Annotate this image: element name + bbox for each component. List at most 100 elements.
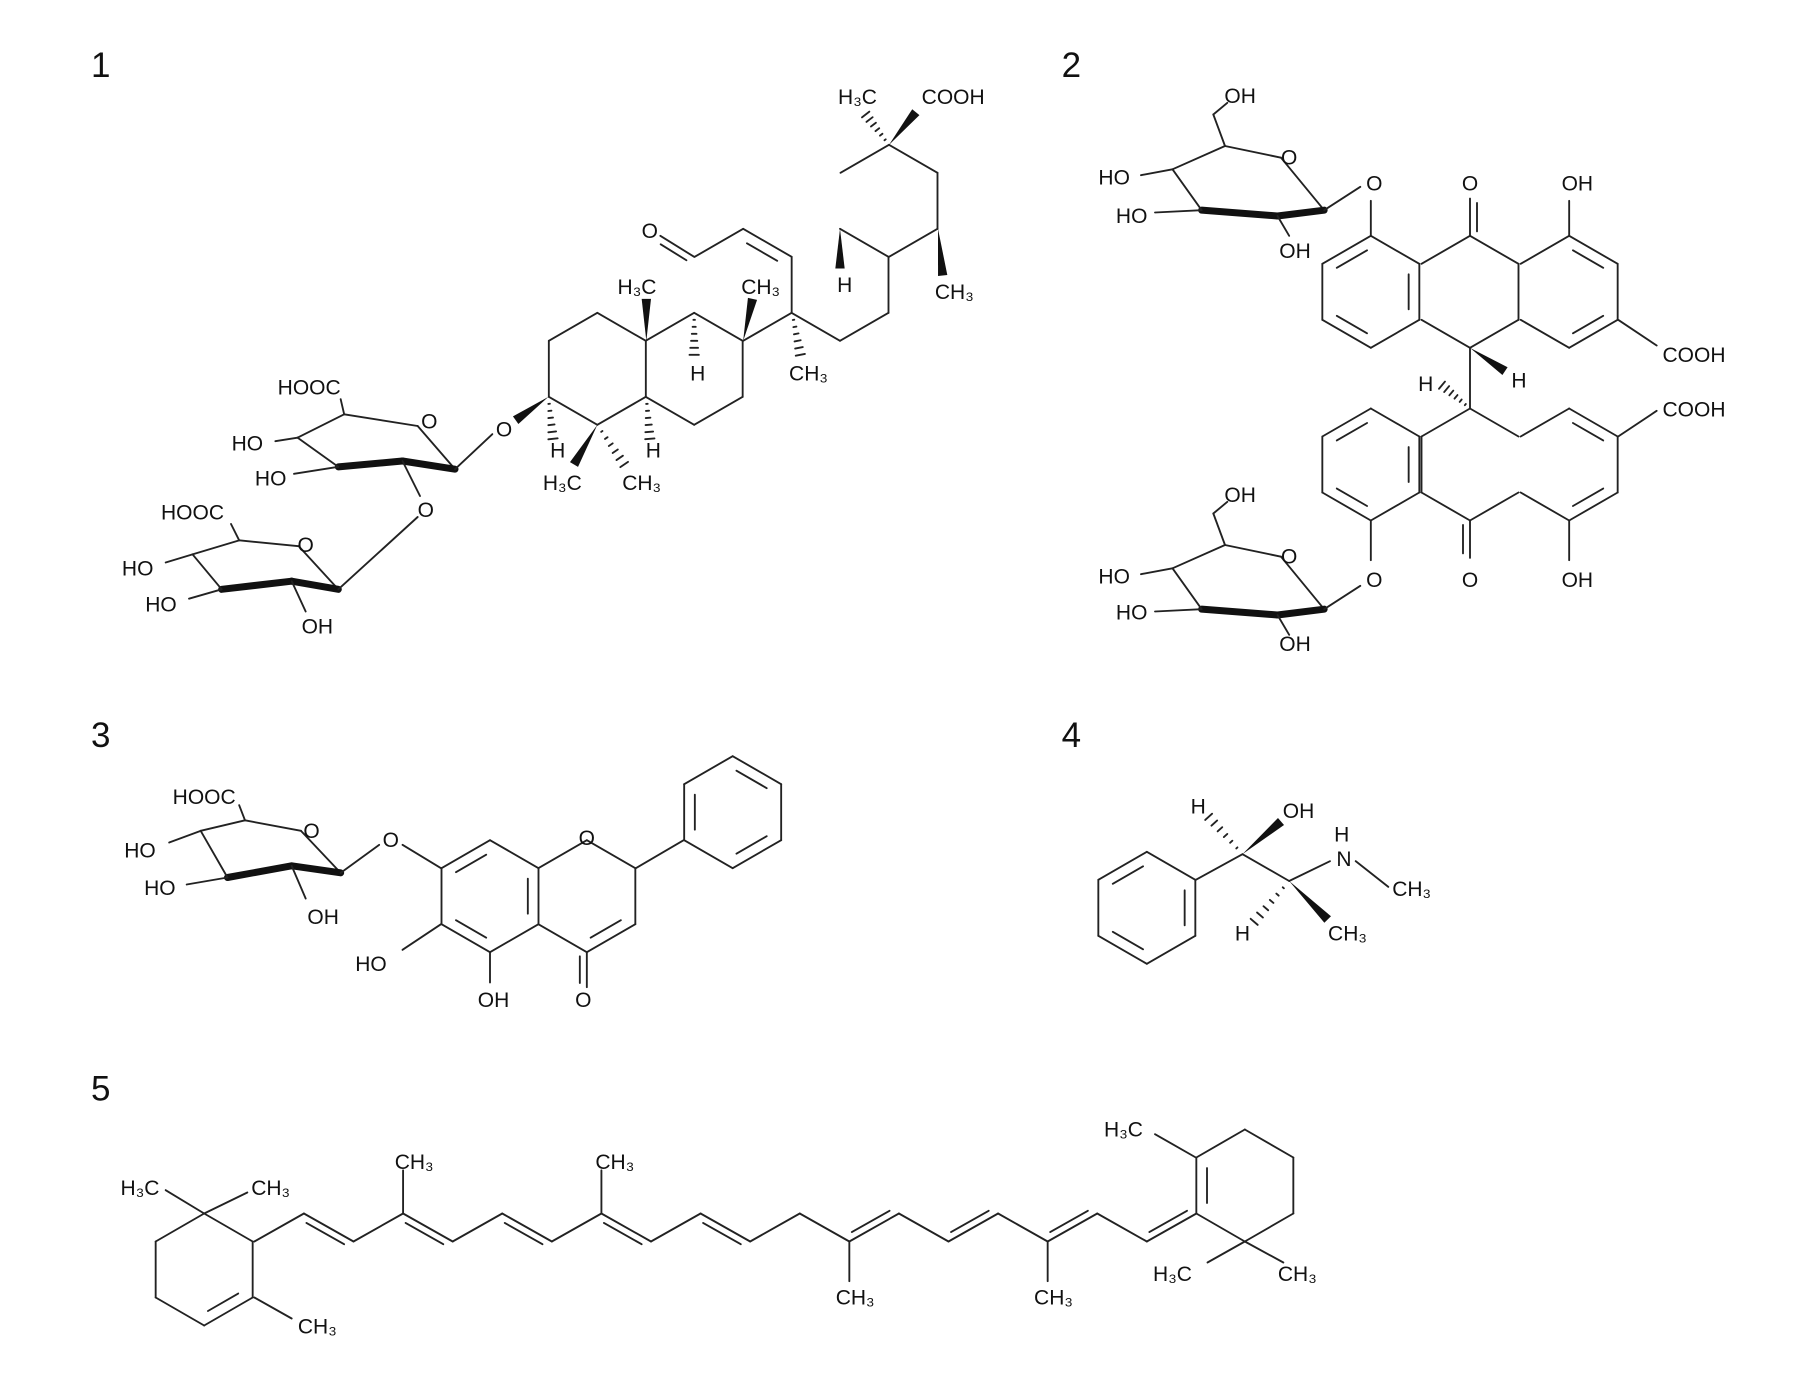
bond bbox=[537, 839, 588, 870]
bond bbox=[1097, 934, 1148, 965]
hashed-bond bbox=[615, 454, 624, 462]
bond bbox=[1276, 614, 1291, 636]
atom-label: HO bbox=[1098, 167, 1130, 190]
bond bbox=[1420, 491, 1471, 522]
bond bbox=[1469, 491, 1520, 522]
atom-label: O bbox=[303, 820, 319, 843]
bond bbox=[305, 1222, 346, 1246]
hashed-bond bbox=[611, 448, 619, 454]
bond bbox=[1243, 1128, 1295, 1159]
hashed-bond bbox=[1249, 917, 1259, 926]
bond bbox=[1420, 234, 1471, 265]
bond bbox=[1321, 491, 1372, 522]
bond bbox=[253, 1296, 293, 1320]
hashed-bond bbox=[547, 437, 559, 441]
molecule-number: 3 bbox=[91, 716, 110, 755]
hashed-bond bbox=[861, 110, 871, 119]
bond bbox=[199, 819, 246, 832]
atom-label: O bbox=[579, 827, 595, 850]
hashed-bond bbox=[600, 430, 604, 433]
bond bbox=[1140, 567, 1174, 576]
bond bbox=[1276, 215, 1291, 237]
atom-label: O bbox=[1462, 172, 1478, 195]
bond bbox=[1049, 1209, 1089, 1233]
atom-label: O bbox=[1281, 147, 1297, 170]
bond bbox=[839, 227, 890, 258]
atom-label: H₃C bbox=[1104, 1118, 1143, 1141]
bond bbox=[1568, 318, 1619, 349]
bond bbox=[659, 234, 696, 258]
bond bbox=[1154, 209, 1203, 214]
bond bbox=[440, 839, 491, 870]
bond bbox=[339, 843, 381, 874]
bond bbox=[300, 829, 342, 874]
bond bbox=[1323, 584, 1362, 611]
bond bbox=[1243, 1240, 1285, 1264]
atom-label: H bbox=[1191, 795, 1206, 818]
bond bbox=[702, 1222, 742, 1246]
wedge-bond bbox=[743, 297, 758, 341]
atom-label: CH₃ bbox=[622, 472, 661, 495]
atom-label: O bbox=[418, 499, 434, 522]
bond bbox=[1335, 314, 1368, 335]
bond bbox=[1519, 318, 1571, 349]
bond bbox=[746, 242, 779, 262]
hashed-bond bbox=[1275, 892, 1280, 897]
bond bbox=[1111, 930, 1144, 951]
bond bbox=[1145, 850, 1197, 881]
bond bbox=[1568, 234, 1619, 265]
molecule-number: 1 bbox=[91, 46, 110, 85]
bond bbox=[850, 1209, 891, 1233]
atom-label: OH bbox=[1279, 240, 1311, 263]
bond bbox=[693, 311, 744, 342]
bond bbox=[401, 460, 421, 497]
hashed-bond bbox=[874, 127, 881, 133]
bond bbox=[296, 413, 346, 439]
bond bbox=[699, 1212, 752, 1243]
bond bbox=[401, 843, 442, 870]
bond bbox=[203, 1191, 249, 1215]
atom-label: HO bbox=[1116, 602, 1148, 625]
bond bbox=[288, 862, 345, 877]
bond bbox=[1354, 860, 1390, 888]
atom-label: H bbox=[1418, 373, 1433, 396]
bond bbox=[731, 839, 783, 870]
hashed-bond bbox=[1281, 886, 1285, 890]
atom-label: HO bbox=[1116, 205, 1148, 228]
bond bbox=[1154, 608, 1203, 613]
bond bbox=[1420, 318, 1471, 349]
bond bbox=[154, 1296, 206, 1327]
bond bbox=[1097, 850, 1148, 881]
bond bbox=[296, 436, 340, 468]
bond bbox=[274, 436, 299, 443]
bond bbox=[302, 1212, 355, 1243]
bond bbox=[1111, 865, 1144, 885]
bond bbox=[1617, 409, 1658, 438]
bond bbox=[1195, 1212, 1246, 1243]
bond bbox=[1145, 934, 1197, 965]
bond bbox=[489, 923, 540, 954]
atom-label: OH bbox=[307, 906, 339, 929]
atom-label: CH₃ bbox=[935, 281, 974, 304]
atom-label: OH bbox=[1562, 569, 1594, 592]
bond bbox=[1568, 407, 1619, 438]
bond bbox=[297, 545, 340, 591]
bond bbox=[164, 1189, 206, 1215]
hashed-bond bbox=[547, 430, 558, 434]
bond bbox=[290, 580, 307, 613]
atom-label: O bbox=[1366, 172, 1382, 195]
atom-label: H bbox=[1511, 369, 1526, 392]
bond bbox=[440, 923, 491, 954]
atom-label: O bbox=[383, 829, 399, 852]
bond bbox=[343, 413, 419, 427]
atom-label: OH bbox=[1562, 172, 1594, 195]
bond bbox=[168, 829, 202, 844]
atom-label: OH bbox=[1283, 800, 1315, 823]
wedge-bond bbox=[1242, 817, 1285, 855]
bond bbox=[693, 227, 745, 258]
atom-label: CH₃ bbox=[1392, 878, 1431, 901]
bond bbox=[1280, 555, 1326, 611]
bond bbox=[547, 395, 599, 426]
hashed-bond bbox=[870, 121, 877, 128]
